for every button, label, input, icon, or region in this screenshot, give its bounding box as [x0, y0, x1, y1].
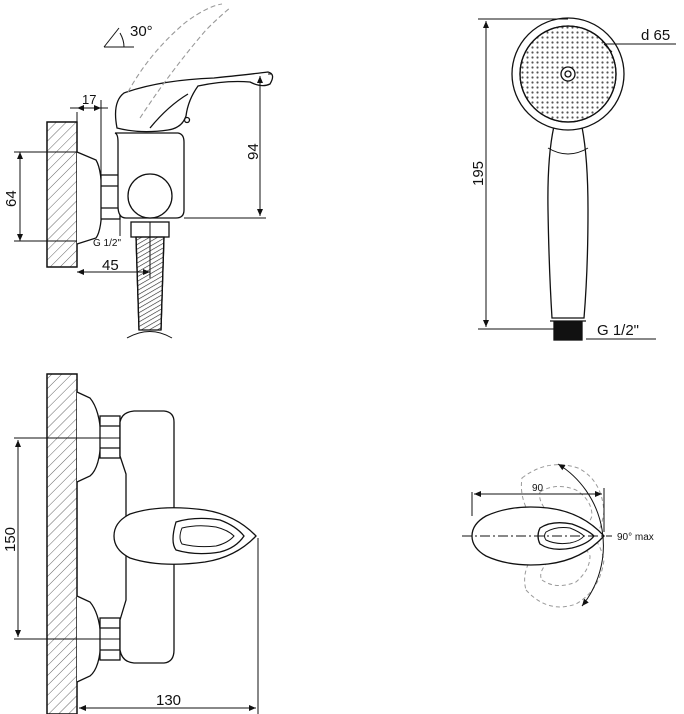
label-dim-64: 64 [3, 190, 20, 207]
label-thread-shower: G 1/2" [597, 322, 639, 339]
label-dim-130: 130 [156, 692, 181, 709]
label-angle-30: 30° [130, 23, 153, 40]
wall-side-view [46, 121, 78, 268]
label-dim-150: 150 [2, 527, 19, 552]
front-view [46, 373, 257, 714]
dim-94 [184, 73, 272, 219]
label-dim-17: 17 [82, 92, 96, 107]
label-dim-d65: d 65 [641, 27, 670, 44]
hand-shower [511, 17, 625, 341]
dim-45 [77, 222, 151, 278]
dim-150 [14, 437, 120, 640]
rotation-view [462, 463, 612, 608]
rotation-arc [557, 463, 604, 607]
label-dim-45: 45 [102, 257, 119, 274]
wall-front-view [46, 373, 78, 714]
lever-raised-ghost [127, 3, 231, 119]
label-dim-90: 90 [532, 483, 544, 494]
label-angle-90max: 90° max [617, 532, 654, 543]
side-view [46, 71, 274, 339]
label-dim-94: 94 [245, 143, 262, 160]
dim-d65 [603, 43, 676, 53]
dim-17 [70, 100, 108, 175]
angle-30-indicator [103, 27, 134, 48]
dim-195 [478, 18, 568, 330]
label-dim-195: 195 [470, 161, 487, 186]
dim-130 [79, 538, 259, 714]
label-thread-side: G 1/2" [93, 238, 121, 249]
dim-64 [14, 151, 77, 242]
